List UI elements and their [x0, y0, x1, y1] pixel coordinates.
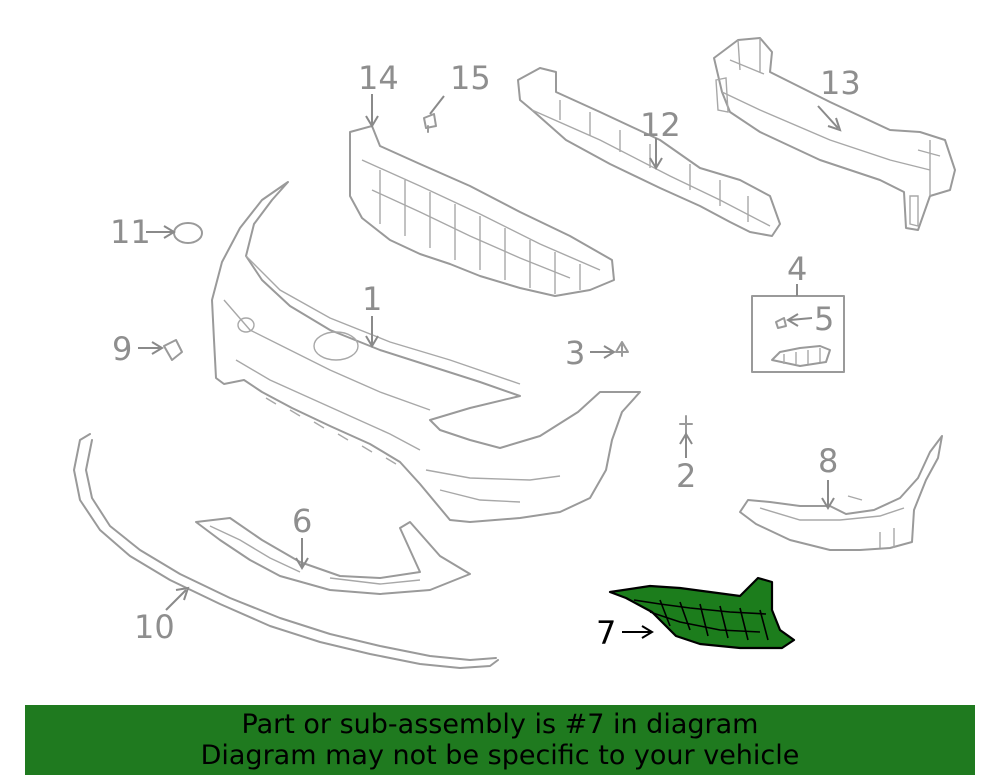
part-11-grommet	[173, 222, 203, 244]
part-6-lower-molding	[195, 517, 471, 595]
part-9-clip	[163, 339, 183, 361]
callout-6: 6	[292, 502, 312, 540]
callout-7: 7	[596, 614, 616, 652]
parts-diagram: 14 15 12 13 11 4 1 5 9 3 8 2 6 10 7	[73, 37, 956, 669]
part-15-clip	[423, 113, 437, 133]
callout-5: 5	[814, 300, 834, 338]
part-13-reinforcement-beam	[713, 37, 956, 231]
part-10-lower-strip	[73, 433, 499, 669]
part-8-side-garnish	[739, 435, 943, 551]
callout-13: 13	[820, 64, 861, 102]
leader-lines	[138, 94, 842, 639]
callout-15: 15	[450, 59, 491, 97]
callout-10: 10	[134, 608, 175, 646]
callout-1: 1	[362, 280, 382, 318]
callout-8: 8	[818, 442, 838, 480]
part-1-bumper-cover	[211, 181, 641, 523]
banner-line-2: Diagram may not be specific to your vehi…	[200, 740, 800, 771]
callout-12: 12	[640, 106, 681, 144]
info-banner: Part or sub-assembly is #7 in diagram Di…	[25, 705, 975, 775]
callout-14: 14	[358, 59, 399, 97]
banner-line-1: Part or sub-assembly is #7 in diagram	[241, 709, 759, 740]
callout-labels: 14 15 12 13 11 4 1 5 9 3 8 2 6 10 7	[110, 59, 861, 652]
callout-9: 9	[112, 330, 132, 368]
part-14-upper-bracket	[349, 125, 615, 297]
callout-3: 3	[565, 334, 585, 372]
callout-2: 2	[676, 457, 696, 495]
part-12-energy-absorber	[517, 67, 781, 237]
part-3-fastener	[615, 341, 629, 357]
callout-4: 4	[787, 250, 807, 288]
callout-11: 11	[110, 213, 151, 251]
part-7-fog-lamp-cover-highlighted	[608, 576, 796, 650]
